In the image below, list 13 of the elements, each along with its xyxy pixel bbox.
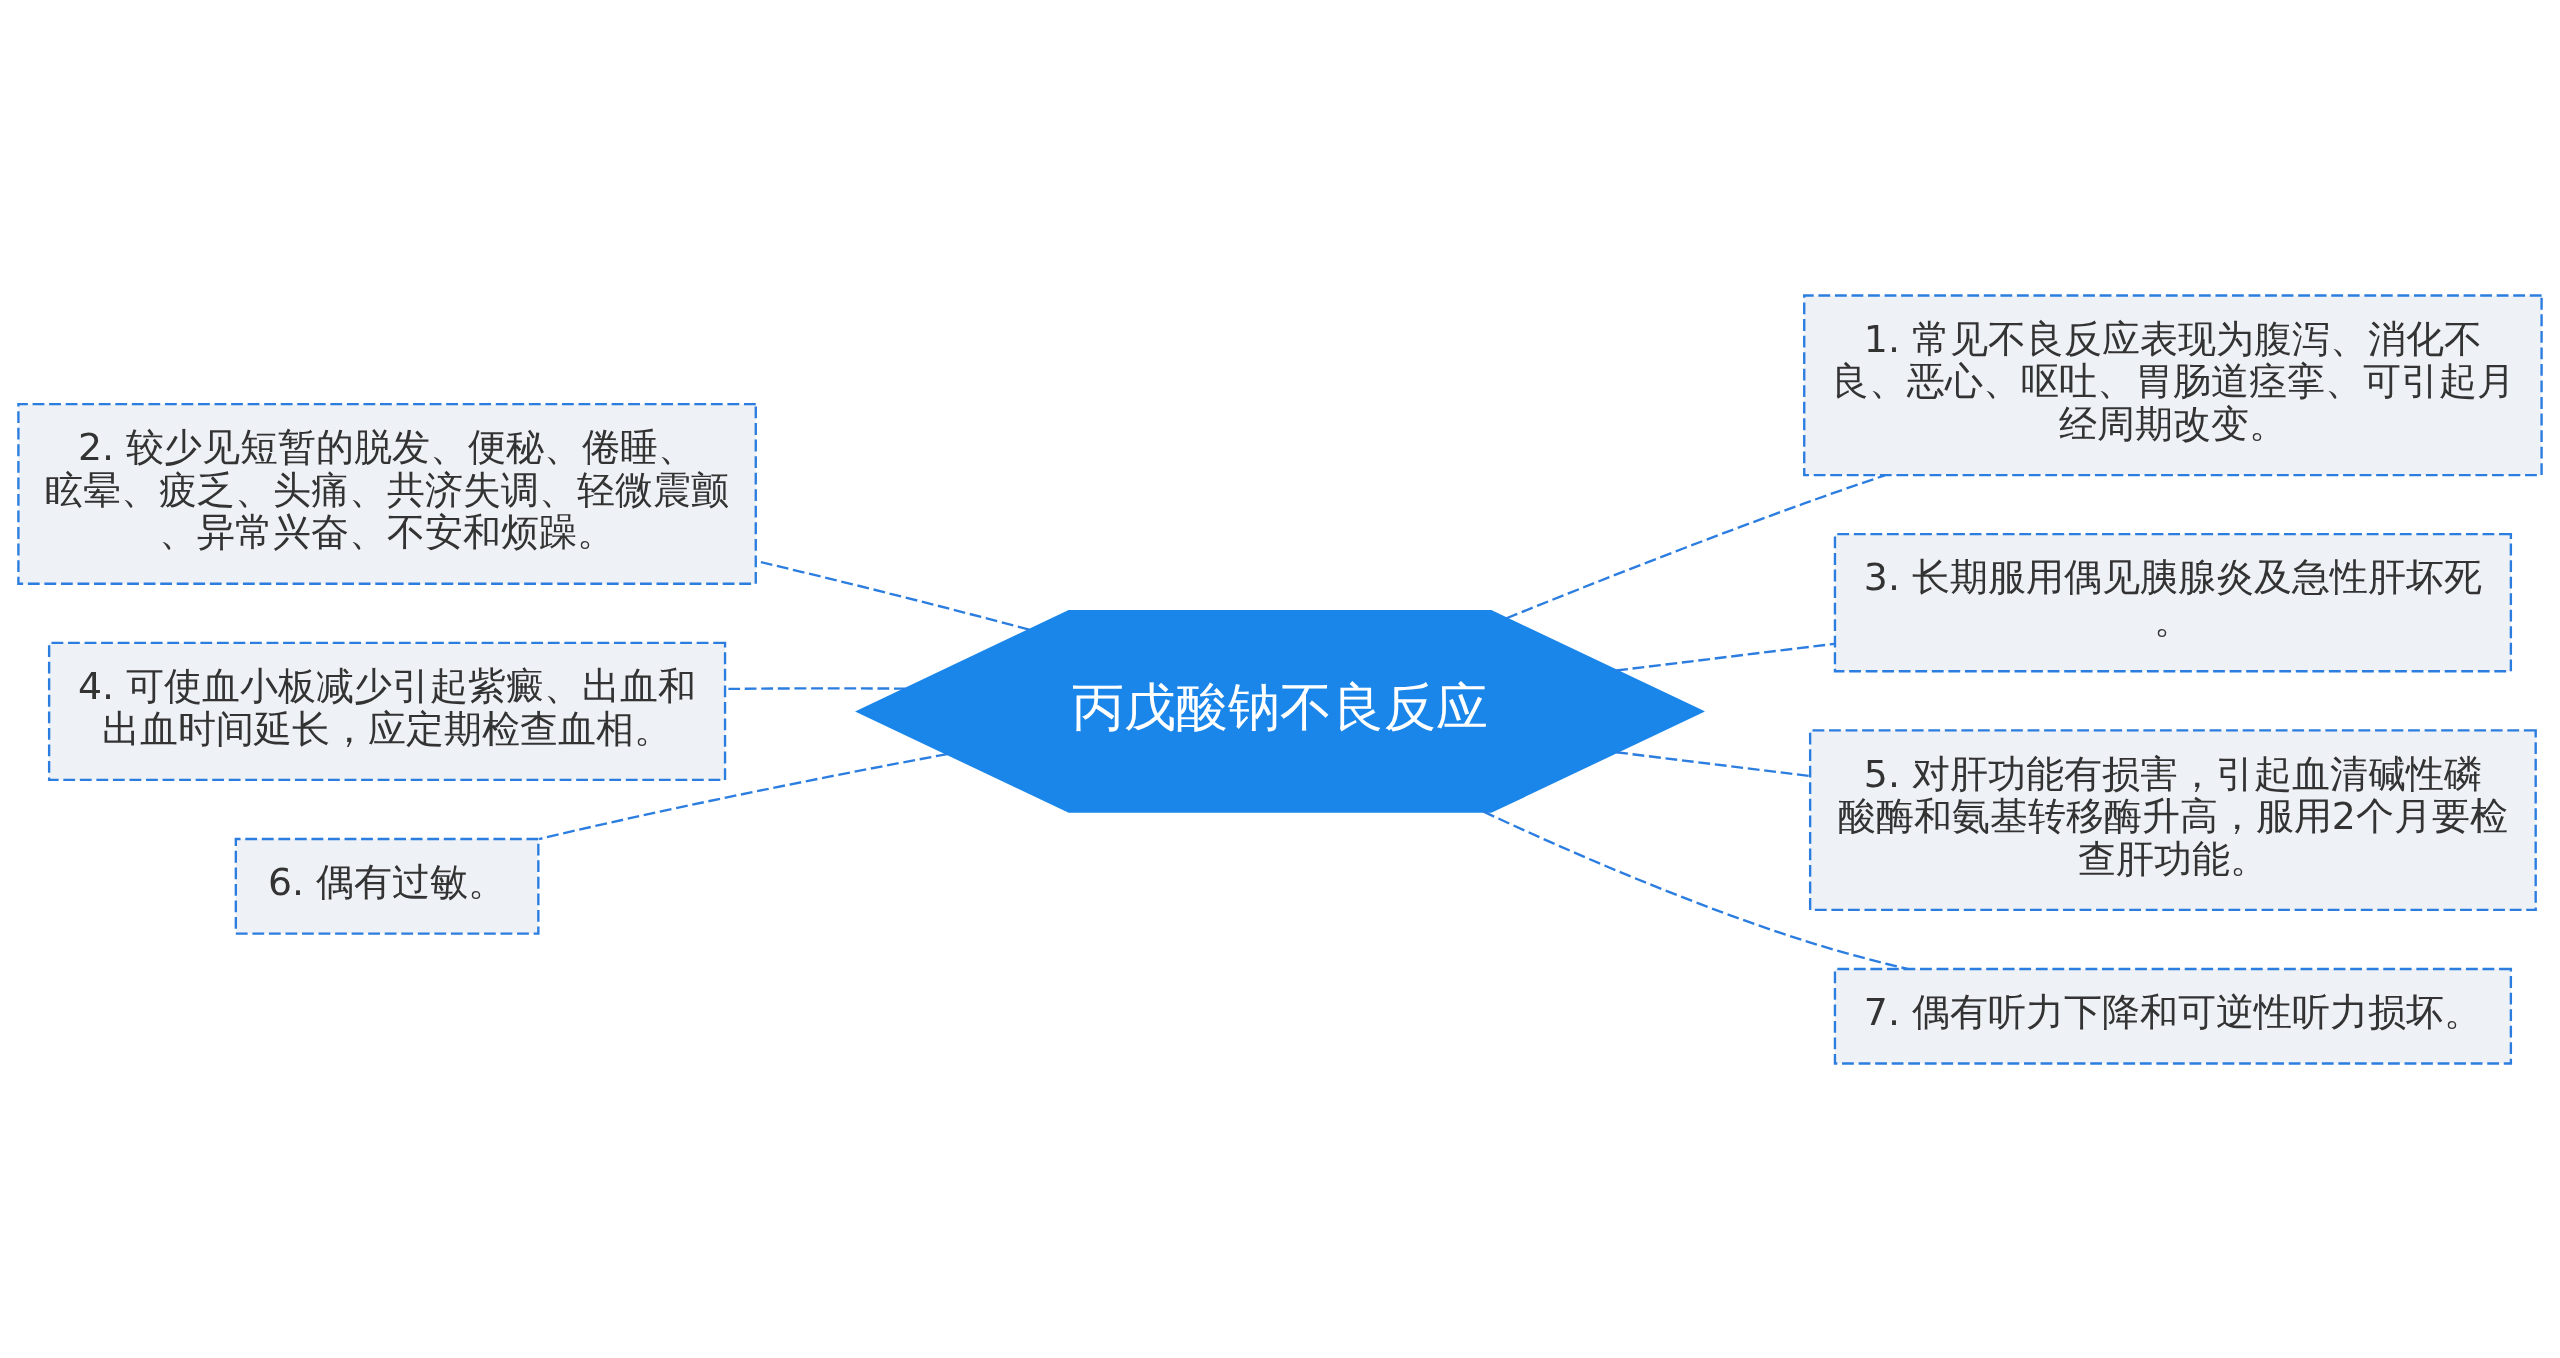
node-box: 4. 可使血小板减少引起紫癜、出血和出血时间延长，应定期检查血相。: [47, 641, 727, 781]
connector: [1616, 750, 1811, 777]
connector: [1483, 810, 1908, 970]
connector: [538, 752, 948, 840]
node-box: 6. 偶有过敏。: [234, 837, 540, 935]
node-box: 1. 常见不良反应表现为腹泻、消化不良、恶心、呕吐、胃肠道痉挛、可引起月经周期改变。: [1803, 293, 2543, 476]
node-box: 2. 较少见短暂的脱发、便秘、倦睡、眩晕、疲乏、头痛、共济失调、轻微震颤、异常兴奋、不安和烦躁。: [17, 402, 757, 585]
node-box: 5. 对肝功能有损害，引起血清碱性磷酸酶和氨基转移酶升高，服用2个月要检查肝功能。: [1808, 728, 2537, 911]
connector: [1506, 473, 1886, 619]
connector: [725, 686, 906, 690]
connector: [1616, 642, 1835, 672]
node-box: 7. 偶有听力下降和可逆性听力损坏。: [1833, 967, 2513, 1065]
node-box: 3. 长期服用偶见胰腺炎及急性肝坏死。: [1833, 532, 2513, 672]
